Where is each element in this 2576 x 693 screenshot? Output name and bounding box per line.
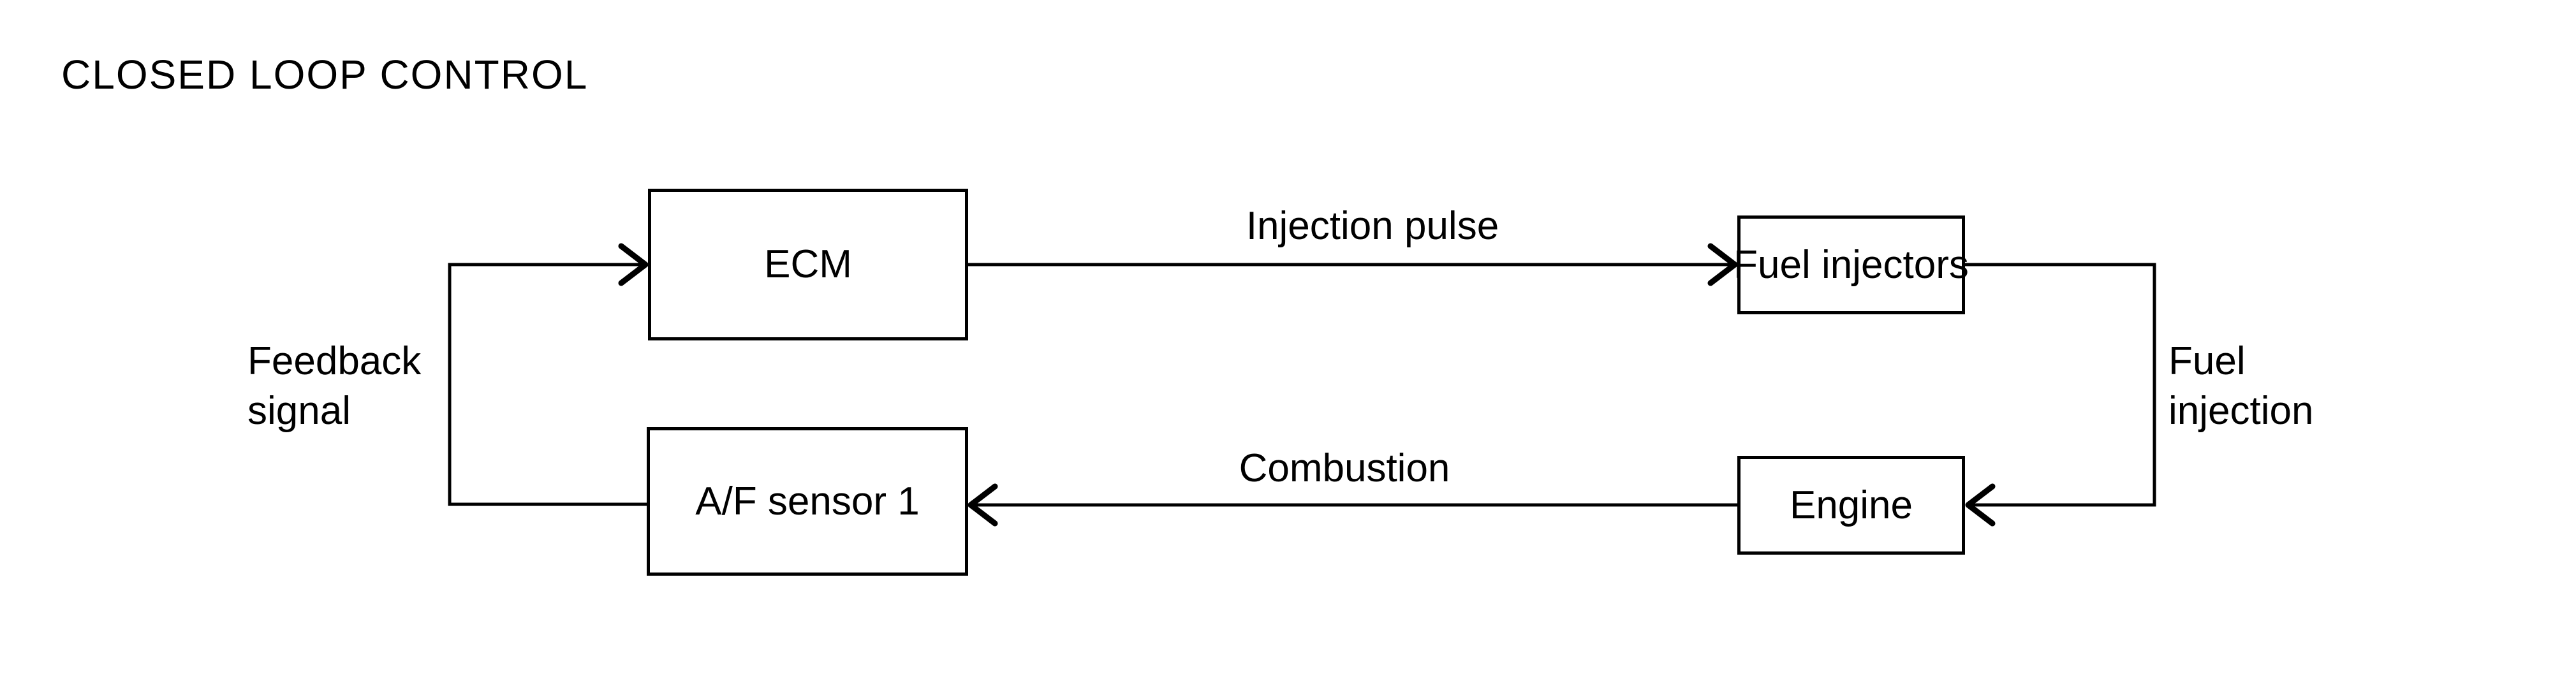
node-fuel-injectors-label: Fuel injectors: [1733, 240, 1969, 290]
arrowhead-into-fuel-injectors-icon: [1707, 243, 1738, 286]
arrowhead-into-ecm-icon: [618, 243, 649, 286]
node-engine-label: Engine: [1789, 483, 1913, 527]
node-af-sensor-label: A/F sensor 1: [695, 479, 920, 523]
edge-label-injection-pulse: Injection pulse: [1246, 204, 1499, 248]
edge-label-feedback-signal: Feedback signal: [247, 337, 421, 436]
edge-label-fuel-injection-line2: injection: [2168, 389, 2314, 433]
node-fuel-injectors: Fuel injectors: [1733, 215, 1969, 314]
node-af-sensor: A/F sensor 1: [647, 427, 968, 576]
node-fuel-injectors-line2: injectors: [1821, 242, 1969, 287]
edge-label-feedback-line1: Feedback: [247, 339, 422, 383]
feedback-signal-connector: [448, 263, 647, 506]
edge-label-feedback-line2: signal: [247, 389, 351, 433]
arrowhead-into-engine-icon: [1965, 483, 1996, 527]
edge-label-combustion: Combustion: [1239, 446, 1450, 490]
edge-label-fuel-injection-line1: Fuel: [2168, 339, 2246, 383]
diagram-title: CLOSED LOOP CONTROL: [61, 52, 589, 98]
node-ecm-label: ECM: [764, 242, 852, 286]
node-engine: Engine: [1737, 456, 1965, 555]
arrowhead-into-af-sensor-icon: [968, 483, 998, 527]
fuel-injection-connector: [1965, 263, 2156, 507]
node-fuel-injectors-line1: Fuel: [1733, 242, 1811, 287]
edge-label-fuel-injection: Fuel injection: [2168, 337, 2313, 436]
node-ecm: ECM: [648, 189, 968, 340]
